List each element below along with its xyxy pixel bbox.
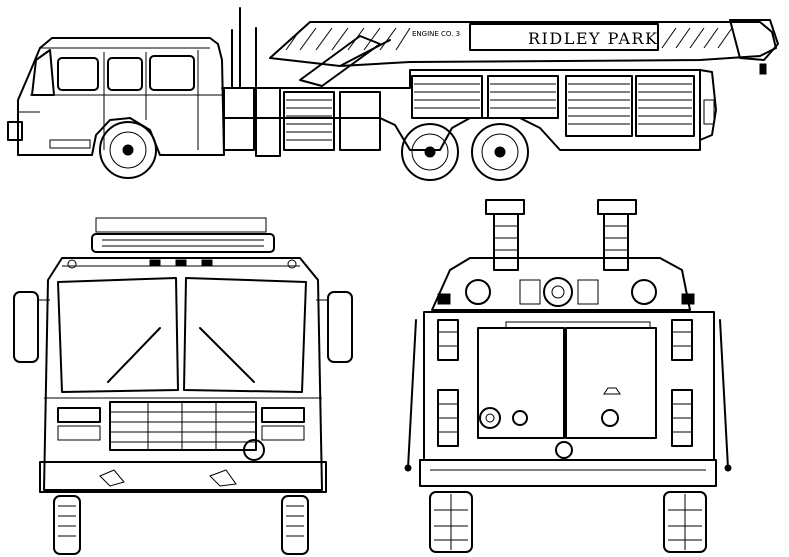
cab-window-front <box>57 57 99 91</box>
boom-label: RIDLEY PARK <box>528 29 659 48</box>
compartment-5 <box>565 75 633 137</box>
wiper-left <box>107 327 161 383</box>
headlight-right <box>261 407 305 423</box>
cab-outline <box>17 37 225 156</box>
front-cab-outline <box>43 257 323 491</box>
grille <box>109 401 257 451</box>
rear-view <box>404 199 732 553</box>
front-view <box>13 217 353 555</box>
front-tire-left <box>53 495 81 555</box>
rear-inlet-left <box>479 407 501 429</box>
light-bar <box>91 233 275 253</box>
compartment-6 <box>635 75 695 137</box>
windshield-right <box>183 277 307 393</box>
rear-wheel-2 <box>471 123 529 181</box>
front-bumper <box>7 121 23 141</box>
rear-boom <box>485 199 637 271</box>
body-outline <box>221 69 701 151</box>
side-wheels <box>99 121 529 181</box>
compartment-4 <box>487 75 559 119</box>
boom-sign <box>469 23 659 51</box>
front-tire-right <box>281 495 309 555</box>
side-view: RIDLEY PARK ENGINE CO. 3 <box>7 7 779 181</box>
rear-wheel-1 <box>401 123 459 181</box>
windshield-left <box>57 277 179 393</box>
cab-window-rear <box>149 55 195 91</box>
headlight-left <box>57 407 101 423</box>
rear-bumper <box>419 459 717 487</box>
rear-door-right <box>565 327 657 439</box>
compartment-3 <box>411 75 483 119</box>
rear-lights <box>437 319 693 447</box>
cab-window-middle <box>107 57 143 91</box>
siren-speaker <box>243 439 265 461</box>
rear-inlet-right <box>601 409 619 427</box>
compartment-2 <box>339 91 381 151</box>
wiper-right <box>199 327 255 383</box>
platform-basket <box>729 19 779 61</box>
compartment-1 <box>283 91 335 151</box>
aerial-boom: RIDLEY PARK ENGINE CO. 3 <box>269 19 779 87</box>
rear-tire-right <box>663 491 707 553</box>
front-view-bumper <box>39 461 327 493</box>
mirror-right <box>327 291 353 363</box>
pump-panel <box>223 87 255 151</box>
rear-tire-left <box>429 491 473 553</box>
front-wheel <box>99 121 157 179</box>
mirror-left <box>13 291 39 363</box>
boom-small-label: ENGINE CO. 3 <box>412 30 460 38</box>
